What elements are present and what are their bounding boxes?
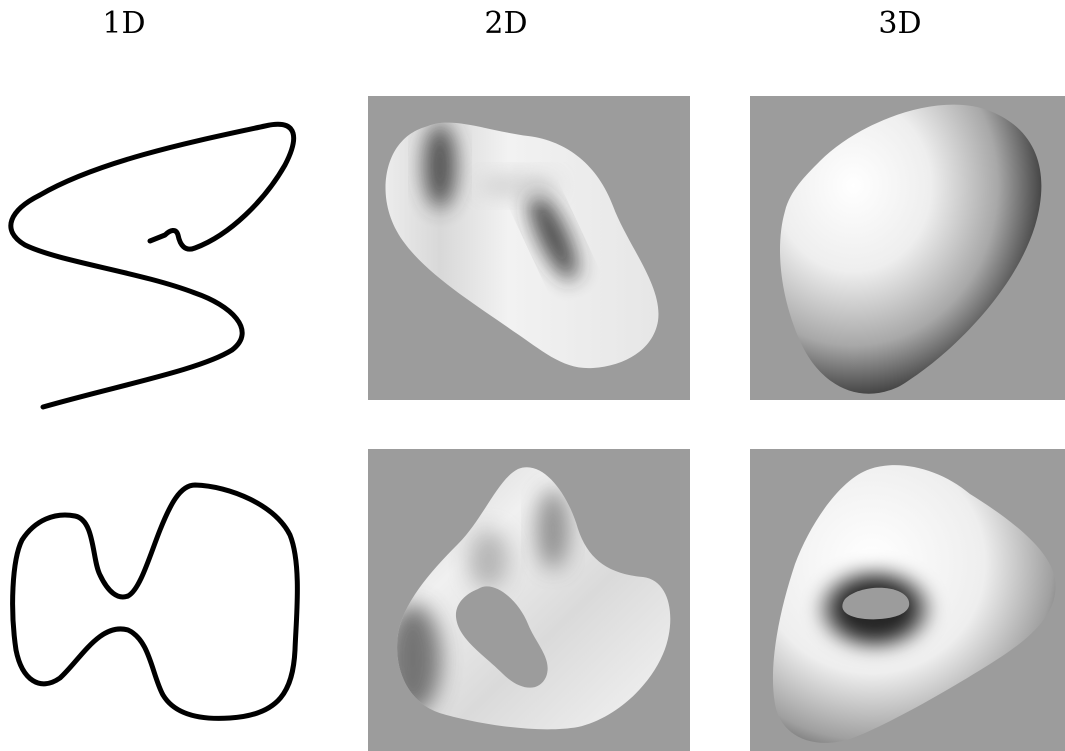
torus-3d-surface <box>772 465 1056 743</box>
open-curve-1d <box>8 121 297 410</box>
blob-2d-surface <box>385 122 659 369</box>
blob-3d-surface <box>780 104 1042 394</box>
column-title-2d: 2D <box>484 6 528 41</box>
column-title-1d: 1D <box>102 6 146 41</box>
column-title-3d: 3D <box>878 6 922 41</box>
panel-3d-torus <box>750 449 1065 751</box>
torus-hole <box>842 587 910 620</box>
closed-curve-1d <box>10 482 300 721</box>
panel-2d-blob-with-hole <box>368 449 690 751</box>
panel-3d-blob <box>750 96 1065 400</box>
panel-2d-blob <box>368 96 690 400</box>
blob-2d-hole-surface <box>397 467 671 730</box>
hole <box>455 586 548 688</box>
